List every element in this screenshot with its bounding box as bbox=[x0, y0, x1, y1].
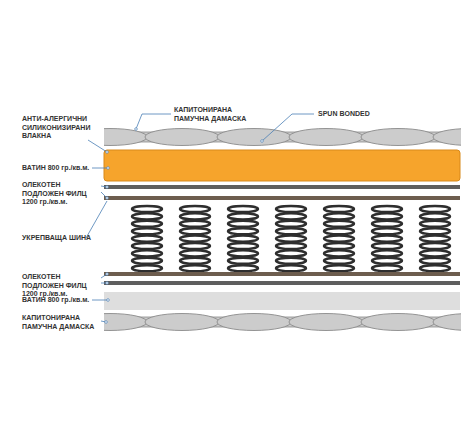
part-label: АНТИ-АЛЕРГИЧНИ СИЛИКОНИЗИРАНИ ВЛАКНА bbox=[22, 115, 104, 141]
part-label: ВАТИН 800 гр./кв.м. bbox=[22, 296, 92, 305]
felt-line bbox=[104, 272, 460, 276]
part-label: УКРЕПВАЩА ШИНА bbox=[22, 234, 92, 243]
part-label: ОЛЕКОТЕН ПОДЛОЖЕН ФИЛЦ 1200 гр./кв.м. bbox=[22, 181, 100, 207]
damask-layer bbox=[104, 129, 461, 146]
felt-line bbox=[104, 281, 460, 285]
felt-line bbox=[104, 185, 460, 189]
part-label: ОЛЕКОТЕН ПОДЛОЖЕН ФИЛЦ 1200 гр./кв.м. bbox=[22, 273, 100, 299]
damask-layer bbox=[104, 314, 461, 331]
leader-dots bbox=[105, 128, 264, 324]
wadding-layer bbox=[104, 292, 460, 310]
part-label: КАПИТОНИРАНА ПАМУЧНА ДАМАСКА bbox=[22, 314, 100, 331]
wadding-layer bbox=[104, 150, 460, 181]
felt-line bbox=[104, 196, 460, 200]
part-label: КАПИТОНИРАНА ПАМУЧНА ДАМАСКА bbox=[174, 106, 264, 123]
leader-lines bbox=[86, 114, 314, 322]
spring-row bbox=[132, 206, 450, 271]
part-label: ВАТИН 800 гр./кв.м. bbox=[22, 164, 92, 173]
part-label: SPUN BONDED bbox=[318, 110, 398, 119]
